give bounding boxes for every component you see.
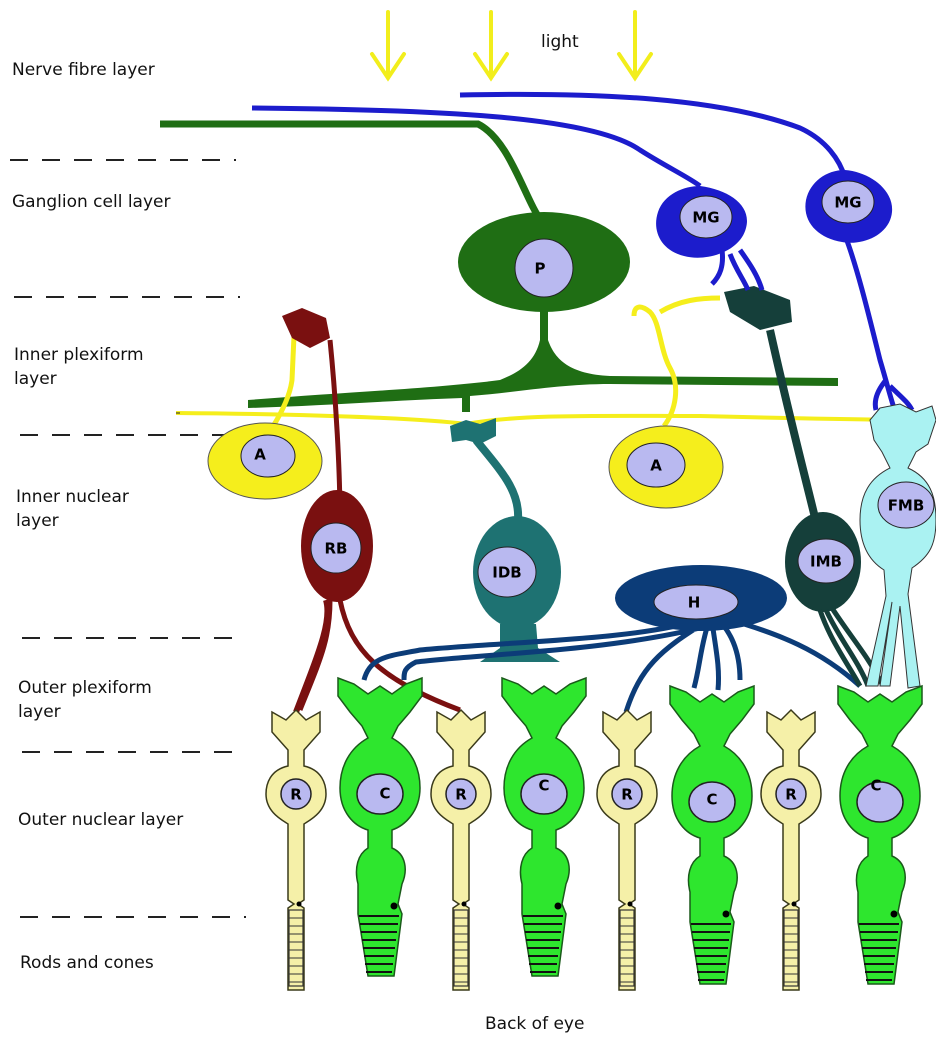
cell-label-r-1: R bbox=[290, 786, 302, 804]
cell-label-rb: RB bbox=[325, 540, 348, 558]
cell-label-mg-2: MG bbox=[834, 194, 861, 212]
rod-2 bbox=[431, 710, 491, 990]
rod-3 bbox=[597, 710, 657, 990]
cell-label-imb: IMB bbox=[810, 553, 842, 571]
cell-label-p: P bbox=[535, 260, 546, 278]
rod-bipolar-cell bbox=[282, 308, 460, 712]
cell-label-c-3: C bbox=[706, 791, 717, 809]
midget-ganglion-axons bbox=[252, 94, 845, 186]
invaginating-diffuse-bipolar-cell bbox=[450, 418, 561, 662]
layer-boundaries bbox=[10, 160, 246, 917]
flat-midget-bipolar-cell bbox=[860, 404, 936, 688]
rod-4 bbox=[761, 710, 821, 990]
light-arrows bbox=[372, 12, 651, 78]
photoreceptors bbox=[266, 678, 922, 990]
cell-label-r-2: R bbox=[455, 786, 467, 804]
cell-label-r-3: R bbox=[621, 786, 633, 804]
rod-1 bbox=[266, 710, 326, 990]
cell-label-idb: IDB bbox=[492, 564, 521, 582]
cell-label-r-4: R bbox=[785, 786, 797, 804]
cell-label-c-4: C bbox=[870, 777, 881, 795]
cell-label-a-1: A bbox=[254, 446, 266, 464]
cell-label-c-1: C bbox=[379, 785, 390, 803]
cone-1 bbox=[338, 678, 422, 976]
cone-3 bbox=[670, 686, 754, 984]
cell-label-a-2: A bbox=[650, 457, 662, 475]
cell-label-h: H bbox=[688, 594, 701, 612]
light-arrow-2 bbox=[475, 12, 507, 78]
cell-label-c-2: C bbox=[538, 777, 549, 795]
cone-4 bbox=[838, 686, 922, 984]
light-arrow-1 bbox=[372, 12, 404, 78]
light-arrow-3 bbox=[619, 12, 651, 78]
cell-label-mg-1: MG bbox=[692, 209, 719, 227]
horizontal-cell bbox=[364, 565, 860, 712]
cone-2 bbox=[502, 678, 586, 976]
cell-label-fmb: FMB bbox=[888, 497, 925, 515]
